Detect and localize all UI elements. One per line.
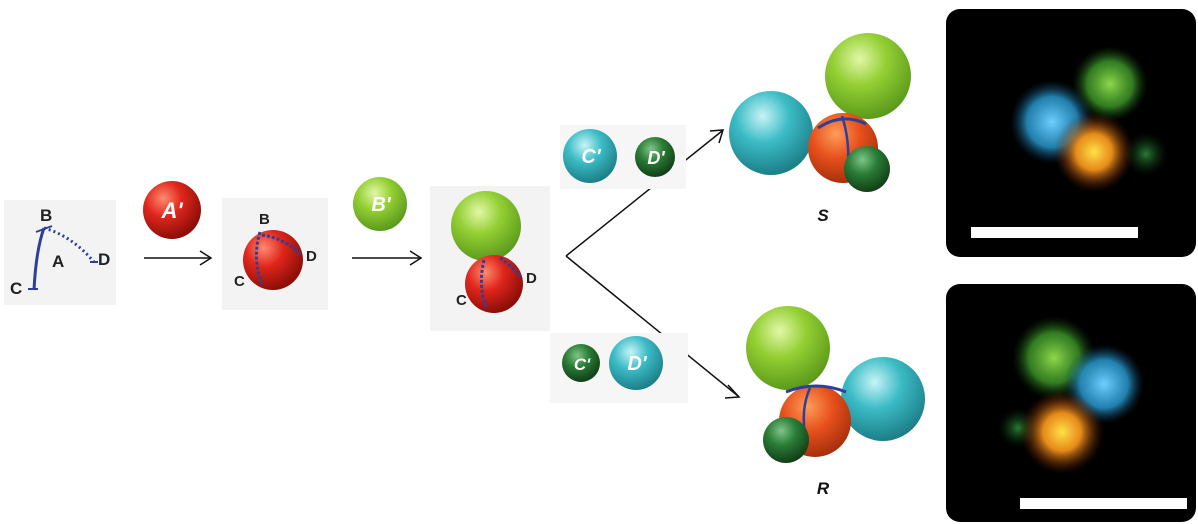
branch-arrow-up <box>565 129 725 257</box>
arrow-step-2 <box>352 250 423 266</box>
reagent-c-prime-label: C' <box>581 146 601 168</box>
label-c: C <box>456 292 467 309</box>
product-r-label: R <box>817 479 830 498</box>
reagent-b-prime: B' <box>353 177 407 231</box>
reagent-b-prime-label: B' <box>371 194 391 216</box>
label-a: A <box>52 252 64 271</box>
dimer-intermediate: C D <box>430 186 550 331</box>
template-seam-scaffold: B A C D <box>4 200 116 305</box>
label-c: C <box>234 273 245 290</box>
arrow-step-1 <box>144 250 213 266</box>
scale-bar <box>971 227 1138 238</box>
label-d: D <box>306 248 317 265</box>
scale-bar <box>1020 498 1187 509</box>
label-c: C <box>10 279 22 298</box>
label-b: B <box>259 211 270 228</box>
reagent-d-prime-label: D' <box>627 353 647 375</box>
label-d: D <box>526 270 537 287</box>
product-r-cluster: R <box>746 306 925 498</box>
reagent-a-prime-label: A' <box>160 198 183 223</box>
reagents-top: C' D' <box>560 125 686 189</box>
micrograph-s <box>946 9 1196 257</box>
reagent-d-prime-label: D' <box>647 148 665 168</box>
product-s-label: S <box>817 206 829 225</box>
label-b: B <box>40 206 52 225</box>
red-core-with-seams: B C D <box>222 198 328 310</box>
branch-arrow-down <box>565 255 741 399</box>
product-s-cluster: S <box>729 33 911 225</box>
label-d: D <box>98 250 110 269</box>
reagent-a-prime: A' <box>143 181 201 239</box>
reagents-bottom: C' D' <box>550 333 688 403</box>
reagent-c-prime-label: C' <box>574 355 591 374</box>
micrograph-r <box>946 284 1196 522</box>
